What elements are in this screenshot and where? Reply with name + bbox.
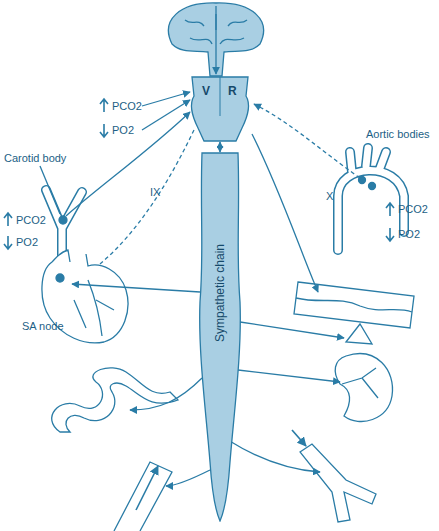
glossopharyngeal-nerve (66, 112, 190, 216)
aortic-body (369, 183, 376, 190)
medulla-outline (186, 76, 254, 142)
coronary-vessels (74, 280, 114, 336)
sympathetic-heart-line (72, 284, 200, 292)
sa-node (56, 274, 64, 282)
up-arrow (100, 99, 108, 112)
descending-arrow (215, 14, 216, 74)
skin (294, 282, 414, 328)
brain (169, 3, 264, 76)
part-label: SA node (22, 320, 64, 333)
gas-label: PCO2 (398, 203, 428, 216)
chain-label: Sympathetic chain (213, 244, 227, 342)
vessel-line (166, 470, 210, 486)
up-arrow (386, 203, 394, 216)
carotid-body (59, 216, 67, 224)
down-arrow (4, 236, 12, 249)
nerve-label: IX (150, 186, 160, 199)
part-label: Carotid body (4, 152, 66, 165)
gas-label: PO2 (16, 236, 38, 249)
gas-label: PO2 (398, 228, 420, 241)
aortic-arch-lumen (338, 148, 404, 250)
medulla: VR (186, 76, 254, 142)
respiratory-center-label: R (228, 84, 237, 98)
adrenal-line (240, 322, 344, 338)
down-arrow (100, 124, 108, 137)
kidney-line (238, 370, 340, 382)
gas-label: PCO2 (16, 214, 46, 227)
nerve-label: X (326, 190, 333, 203)
vagus-nerve (254, 104, 360, 178)
branching-vessel (300, 444, 376, 522)
adrenal-gland (346, 324, 372, 344)
up-arrow (4, 213, 12, 226)
vasomotor-center-label: V (202, 84, 210, 98)
kidney-vessels (342, 368, 378, 398)
medulla-shape (191, 77, 248, 141)
gas-label: PCO2 (112, 100, 142, 113)
spinal-cord-shape (200, 153, 241, 521)
aortic-arch (338, 148, 404, 250)
skin-layer (296, 298, 412, 312)
down-arrow (386, 228, 394, 241)
divider-line (220, 77, 221, 116)
gas-label: PO2 (112, 124, 134, 137)
flow-arrow (136, 466, 158, 510)
skin-line (252, 134, 318, 292)
part-label: Aortic bodies (366, 128, 430, 141)
kidney (335, 354, 392, 422)
flow-arrow (292, 430, 306, 446)
leader-line (40, 166, 60, 214)
spinal-cord: Sympathetic chain (196, 152, 244, 522)
vagal-heart-line (100, 130, 194, 264)
intestine (52, 368, 178, 432)
intestine-line (130, 378, 202, 410)
connector (219, 142, 220, 152)
vessel-line (228, 440, 320, 472)
blood-vessel (114, 462, 172, 531)
input-line (142, 100, 190, 130)
